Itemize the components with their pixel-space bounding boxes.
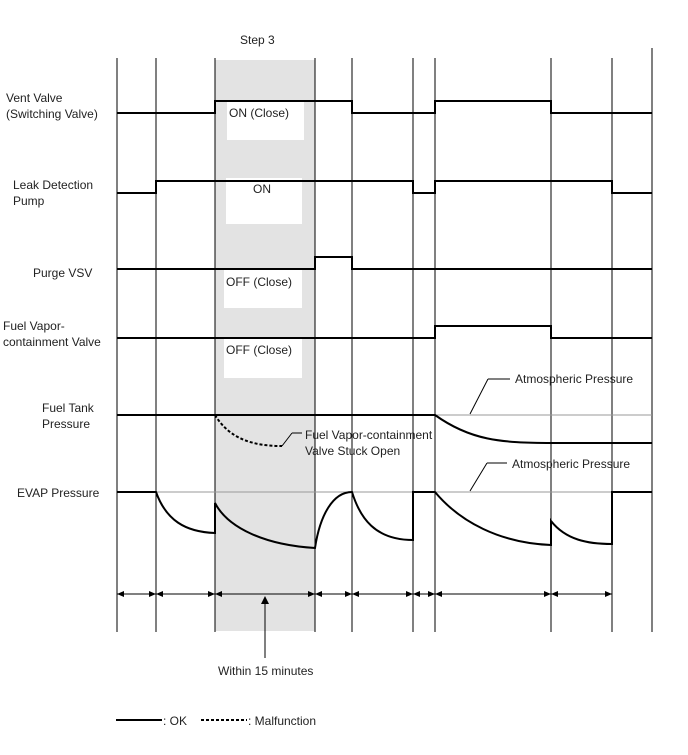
purge-vsv-label: Purge VSV (33, 266, 92, 280)
vent-valve-signal (117, 100, 652, 114)
fuel-vapor-valve-label-2: containment Valve (3, 335, 101, 349)
malfunction-leader (281, 432, 293, 447)
arrowhead (406, 591, 413, 597)
arrowhead (345, 591, 352, 597)
purge-vsv-state: OFF (Close) (226, 275, 292, 289)
leak-pump-label: Leak Detection (13, 178, 93, 192)
duration-label: Within 15 minutes (218, 664, 313, 678)
timing-lines (116, 48, 653, 632)
arrowhead (208, 591, 215, 597)
evap-pressure-label: EVAP Pressure (17, 486, 100, 500)
purge-state-label-bg (224, 268, 302, 308)
vent-valve-state: ON (Close) (229, 106, 289, 120)
arrowhead (149, 591, 156, 597)
valve-state-label-bg (224, 338, 302, 378)
leak-pump-label-2: Pump (13, 194, 45, 208)
fuel-vapor-valve-label: Fuel Vapor- (3, 319, 65, 333)
arrowhead (215, 591, 222, 597)
arrowhead (435, 591, 442, 597)
fuel-tank-annotation-leader (469, 378, 489, 415)
vent-state-label-bg (227, 100, 304, 140)
duration-pointer-arrowhead (261, 596, 269, 604)
leak-pump-state: ON (253, 182, 271, 196)
fuel-tank-atmospheric-label: Atmospheric Pressure (515, 372, 633, 386)
arrowhead (605, 591, 612, 597)
arrowhead (156, 591, 163, 597)
arrowhead (413, 591, 420, 597)
arrowhead (352, 591, 359, 597)
arrowhead (544, 591, 551, 597)
arrowhead (308, 591, 315, 597)
fuel-vapor-valve-signal (117, 325, 652, 339)
evap-atmospheric-label: Atmospheric Pressure (512, 457, 630, 471)
pump-state-label-bg (226, 178, 302, 224)
vent-valve-label: Vent Valve (6, 91, 63, 105)
legend-malfunction-label: : Malfunction (248, 714, 316, 728)
malfunction-label: Fuel Vapor-containment (305, 428, 433, 442)
arrowhead (315, 591, 322, 597)
leak-pump-signal (117, 180, 652, 194)
evap-annotation-leader (469, 462, 488, 492)
arrowhead (551, 591, 558, 597)
legend-ok-label: : OK (163, 714, 187, 728)
vent-valve-label-2: (Switching Valve) (6, 107, 98, 121)
fuel-vapor-valve-state: OFF (Close) (226, 343, 292, 357)
fuel-tank-pressure-label: Fuel Tank (42, 401, 95, 415)
fuel-tank-pressure-signal (117, 414, 652, 444)
fuel-tank-pressure-label-2: Pressure (42, 417, 90, 431)
purge-vsv-signal (117, 256, 652, 270)
duration-arrows (117, 591, 612, 597)
malfunction-label-2: Valve Stuck Open (305, 444, 400, 458)
arrowhead (428, 591, 435, 597)
arrowhead (117, 591, 124, 597)
step-label: Step 3 (240, 33, 275, 47)
evap-pressure-signal (117, 490, 652, 550)
